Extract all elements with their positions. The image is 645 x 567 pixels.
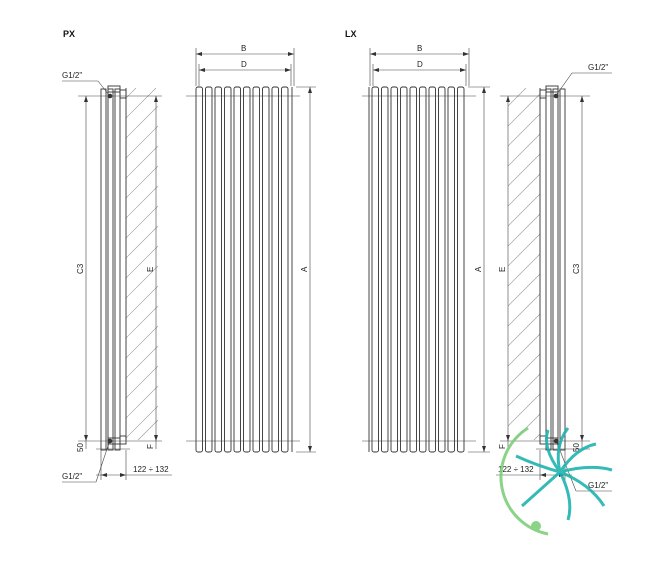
px-label-a: A xyxy=(300,266,309,272)
px-dim-wall-distance: 122 ÷ 132 xyxy=(96,450,172,480)
lx-label-a: A xyxy=(474,266,483,272)
px-label-pipe-bottom: G1/2" xyxy=(62,472,82,481)
px-label-b: B xyxy=(241,44,246,53)
lx-label-b: B xyxy=(417,44,422,53)
lx-front-view: LX B xyxy=(345,29,490,453)
px-label-c3: C3 xyxy=(76,263,85,274)
lx-dim-f: F xyxy=(498,441,509,449)
px-dim-e: E xyxy=(146,96,158,441)
px-dim-c3: C3 xyxy=(76,96,88,441)
lx-pipe-callout-top: G1/2" xyxy=(556,63,612,95)
px-dim-f: F xyxy=(146,441,157,449)
px-label-wall-distance: 122 ÷ 132 xyxy=(133,465,169,474)
lx-wall-hatch xyxy=(507,87,541,441)
px-front-tubes xyxy=(195,86,289,453)
px-dim-50: 50 xyxy=(76,441,87,452)
lx-dim-b: B xyxy=(369,44,470,86)
lx-dim-e: E xyxy=(498,96,510,441)
px-dim-a: A xyxy=(296,86,316,453)
px-label-d: D xyxy=(241,60,247,69)
px-label-pipe-top: G1/2" xyxy=(62,71,82,80)
px-title: PX xyxy=(63,29,75,39)
lx-dim-50: 50 xyxy=(572,441,583,452)
px-front-view: B D A xyxy=(186,44,316,453)
px-pipe-callout-bottom: G1/2" xyxy=(62,442,110,483)
lx-label-50: 50 xyxy=(572,443,581,452)
px-pipe-callout-top: G1/2" xyxy=(62,71,110,96)
px-label-50: 50 xyxy=(76,443,85,452)
px-dim-b: B xyxy=(195,44,295,86)
lx-dim-a: A xyxy=(468,86,490,453)
px-label-e: E xyxy=(146,267,155,272)
px-side-view: PX xyxy=(62,29,172,483)
lx-title: LX xyxy=(345,29,357,39)
lx-label-wall-distance: 122 ÷ 132 xyxy=(498,465,534,474)
lx-side-view: E F C3 50 122 ÷ 132 xyxy=(496,63,612,492)
px-dim-d: D xyxy=(198,60,292,86)
lx-label-e: E xyxy=(498,267,507,272)
px-label-f: F xyxy=(146,444,155,449)
lx-label-d: D xyxy=(417,60,423,69)
lx-side-tubes xyxy=(539,85,566,451)
lx-label-f: F xyxy=(498,444,507,449)
lx-pipe-callout-bottom: G1/2" xyxy=(556,442,612,492)
px-wall-hatch xyxy=(125,87,159,441)
lx-front-tubes xyxy=(371,86,465,453)
lx-label-pipe-bottom: G1/2" xyxy=(588,481,608,490)
lx-dim-c3: C3 xyxy=(572,96,584,441)
lx-dim-d: D xyxy=(372,60,467,86)
px-side-tubes xyxy=(100,85,127,451)
lx-label-c3: C3 xyxy=(572,263,581,274)
lx-label-pipe-top: G1/2" xyxy=(588,63,608,72)
brand-logo xyxy=(499,426,613,536)
